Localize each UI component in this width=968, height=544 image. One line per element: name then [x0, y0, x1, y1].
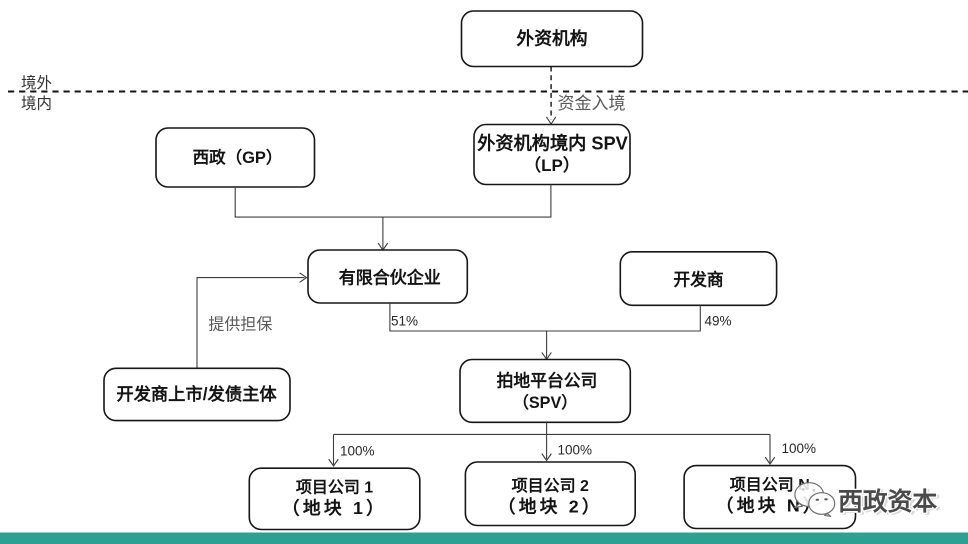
svg-text:境外: 境外 [21, 73, 52, 92]
svg-text:资金入境: 资金入境 [558, 94, 626, 113]
svg-text:西政资本: 西政资本 [841, 489, 940, 518]
svg-text:项目公司 N: 项目公司 N [730, 476, 810, 494]
svg-text:项目公司 2: 项目公司 2 [512, 477, 589, 495]
svg-text:西政资本: 西政资本 [838, 487, 937, 516]
svg-text:拍地平台公司: 拍地平台公司 [497, 371, 598, 391]
svg-text:开发商: 开发商 [673, 270, 724, 290]
svg-text:开发商上市/发债主体: 开发商上市/发债主体 [116, 384, 277, 404]
svg-text:境内: 境内 [21, 94, 52, 113]
svg-text:100%: 100% [782, 441, 817, 456]
svg-text:西政（GP）: 西政（GP） [193, 147, 283, 167]
svg-text:有限合伙企业: 有限合伙企业 [339, 268, 441, 288]
svg-text:51%: 51% [391, 314, 418, 329]
svg-text:（地块 2）: （地块 2） [498, 496, 603, 517]
svg-text:100%: 100% [340, 444, 375, 459]
svg-text:（SPV）: （SPV） [513, 394, 578, 412]
svg-text:外资机构境内 SPV: 外资机构境内 SPV [477, 133, 628, 154]
svg-text:（LP）: （LP） [524, 155, 580, 175]
svg-text:（地块 N）: （地块 N） [716, 495, 824, 516]
svg-text:项目公司 1: 项目公司 1 [296, 479, 373, 497]
svg-text:提供担保: 提供担保 [208, 316, 272, 334]
svg-text:外资机构: 外资机构 [516, 28, 587, 49]
svg-text:100%: 100% [558, 443, 593, 458]
svg-text:（地块 1）: （地块 1） [282, 497, 387, 518]
svg-text:49%: 49% [705, 314, 732, 329]
